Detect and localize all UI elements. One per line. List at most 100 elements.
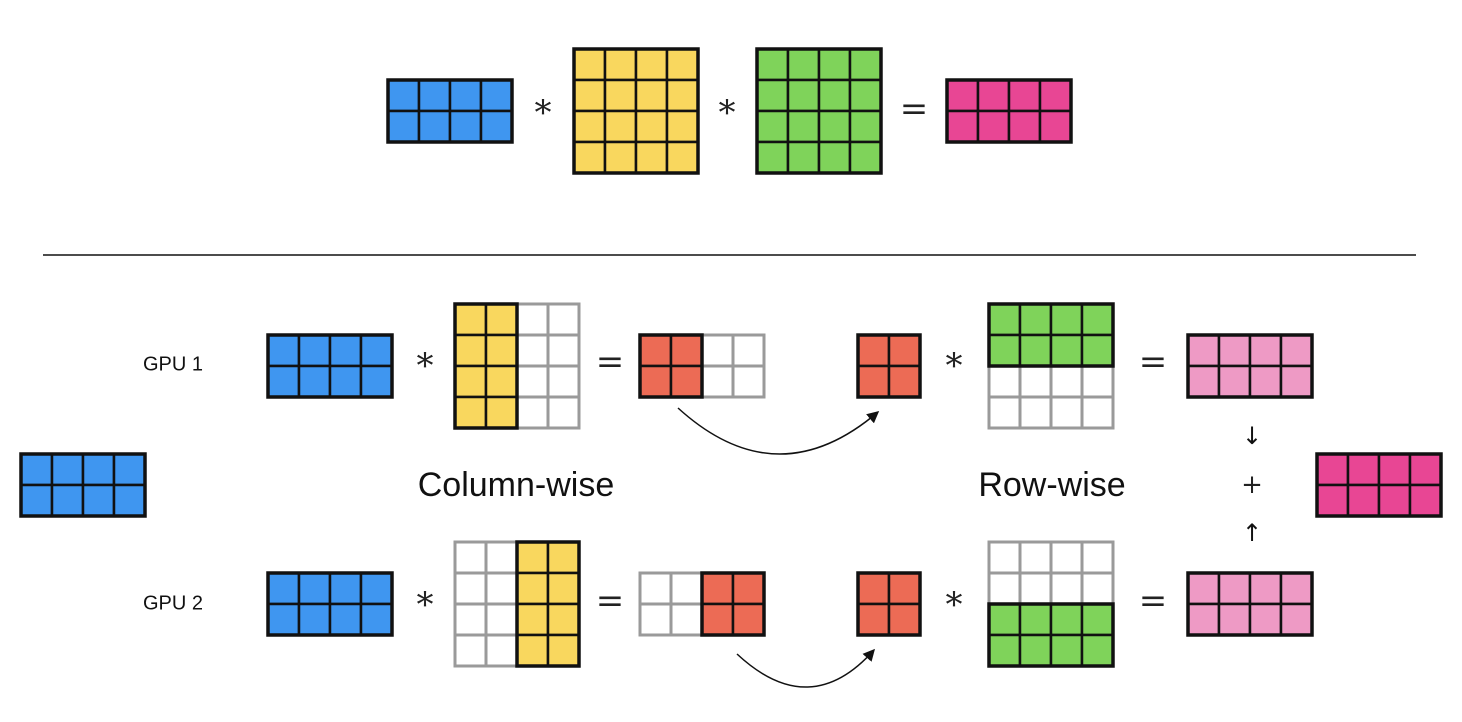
matrix-cell <box>112 452 147 487</box>
matrix-cell <box>945 109 980 144</box>
matrix-cell <box>1049 333 1084 368</box>
matrix-cell <box>297 571 332 606</box>
matrix-cell-empty <box>484 571 519 606</box>
matrix-cell-empty <box>1049 364 1084 399</box>
equals-symbol: = <box>596 581 625 621</box>
matrix-cell <box>1038 109 1073 144</box>
matrix-cell <box>359 364 394 399</box>
matrix-cell <box>1315 483 1350 518</box>
matrix-cell <box>700 602 735 637</box>
matrix-cell <box>572 47 607 82</box>
matrix-cell-empty <box>546 302 581 337</box>
equals-symbol: = <box>1139 342 1168 382</box>
matrix-cell <box>1279 602 1314 637</box>
matrix-cell <box>856 571 891 606</box>
matrix-cell <box>266 602 301 637</box>
matrix-outline <box>856 571 922 637</box>
matrix-cell <box>634 78 669 113</box>
matrix-cell <box>453 333 488 368</box>
matrix-cell <box>572 140 607 175</box>
matrix-cell <box>50 452 85 487</box>
plus-symbol: + <box>1241 470 1263 500</box>
matrix-cell <box>386 109 421 144</box>
matrix-cell <box>817 109 852 144</box>
matrix-cell <box>1007 78 1042 113</box>
matrix-cell <box>546 633 581 668</box>
matrix-outline <box>700 571 766 637</box>
matrix-outline <box>572 47 700 175</box>
gpu2-weight-b <box>987 540 1115 668</box>
matrix-cell <box>669 333 704 368</box>
matrix-cell <box>19 483 54 518</box>
matrix-cell <box>297 333 332 368</box>
matrix-cell <box>665 109 700 144</box>
matrix-cell-empty <box>987 571 1022 606</box>
matrix-cell <box>603 140 638 175</box>
matrix-cell-empty <box>484 540 519 575</box>
gpu1-weight-a <box>453 302 581 430</box>
matrix-cell-empty <box>700 333 735 368</box>
matrix-outline <box>1186 571 1314 637</box>
matrix-outline <box>1315 452 1443 518</box>
matrix-top-output <box>945 78 1073 144</box>
matrix-cell <box>359 602 394 637</box>
matrix-cell <box>856 364 891 399</box>
matrix-outline <box>19 452 147 518</box>
multiply-symbol: * <box>417 346 434 386</box>
matrix-cell <box>328 602 363 637</box>
matrix-cell <box>856 333 891 368</box>
matrix-cell <box>786 140 821 175</box>
matrix-cell <box>328 364 363 399</box>
matrix-cell <box>987 302 1022 337</box>
matrix-cell <box>1186 364 1221 399</box>
matrix-cell <box>1377 483 1412 518</box>
matrix-cell <box>1018 302 1053 337</box>
matrix-cell <box>1186 333 1221 368</box>
matrix-cell <box>50 483 85 518</box>
matrix-cell <box>19 452 54 487</box>
matrix-outline <box>1186 333 1314 399</box>
matrix-cell <box>976 109 1011 144</box>
matrix-cell-empty <box>546 364 581 399</box>
matrix-cell <box>1080 302 1115 337</box>
matrix-cell-empty <box>1080 571 1115 606</box>
matrix-cell <box>1346 483 1381 518</box>
matrix-cell <box>669 364 704 399</box>
matrix-outline <box>987 302 1115 368</box>
matrix-cell <box>856 602 891 637</box>
matrix-cell-empty <box>515 302 550 337</box>
matrix-cell <box>887 333 922 368</box>
matrix-cell <box>638 364 673 399</box>
matrix-cell <box>1186 602 1221 637</box>
matrix-cell <box>515 571 550 606</box>
gpu1-input <box>266 333 394 399</box>
matrix-cell <box>1038 78 1073 113</box>
matrix-cell-empty <box>700 364 735 399</box>
matrix-cell <box>479 78 514 113</box>
gpu1-weight-b <box>987 302 1115 430</box>
matrix-cell <box>386 78 421 113</box>
arrow-up-icon: ↑ <box>1242 519 1262 547</box>
matrix-cell <box>515 633 550 668</box>
matrix-outline <box>755 47 883 175</box>
matrix-cell <box>1217 333 1252 368</box>
matrix-cell <box>484 302 519 337</box>
matrix-cell <box>987 602 1022 637</box>
matrix-cell <box>448 109 483 144</box>
matrix-cell <box>638 333 673 368</box>
matrix-cell <box>1248 571 1283 606</box>
matrix-cell <box>297 364 332 399</box>
gpu2-output <box>1186 571 1314 637</box>
matrix-cell <box>515 540 550 575</box>
matrix-cell <box>634 140 669 175</box>
matrix-cell <box>634 109 669 144</box>
matrix-cell <box>848 47 883 82</box>
equals-symbol: = <box>900 89 929 129</box>
matrix-cell <box>453 364 488 399</box>
matrix-cell <box>755 47 790 82</box>
matrix-cell <box>755 109 790 144</box>
matrix-cell <box>81 452 116 487</box>
matrix-cell <box>987 333 1022 368</box>
matrix-cell <box>453 395 488 430</box>
matrix-cell <box>817 47 852 82</box>
